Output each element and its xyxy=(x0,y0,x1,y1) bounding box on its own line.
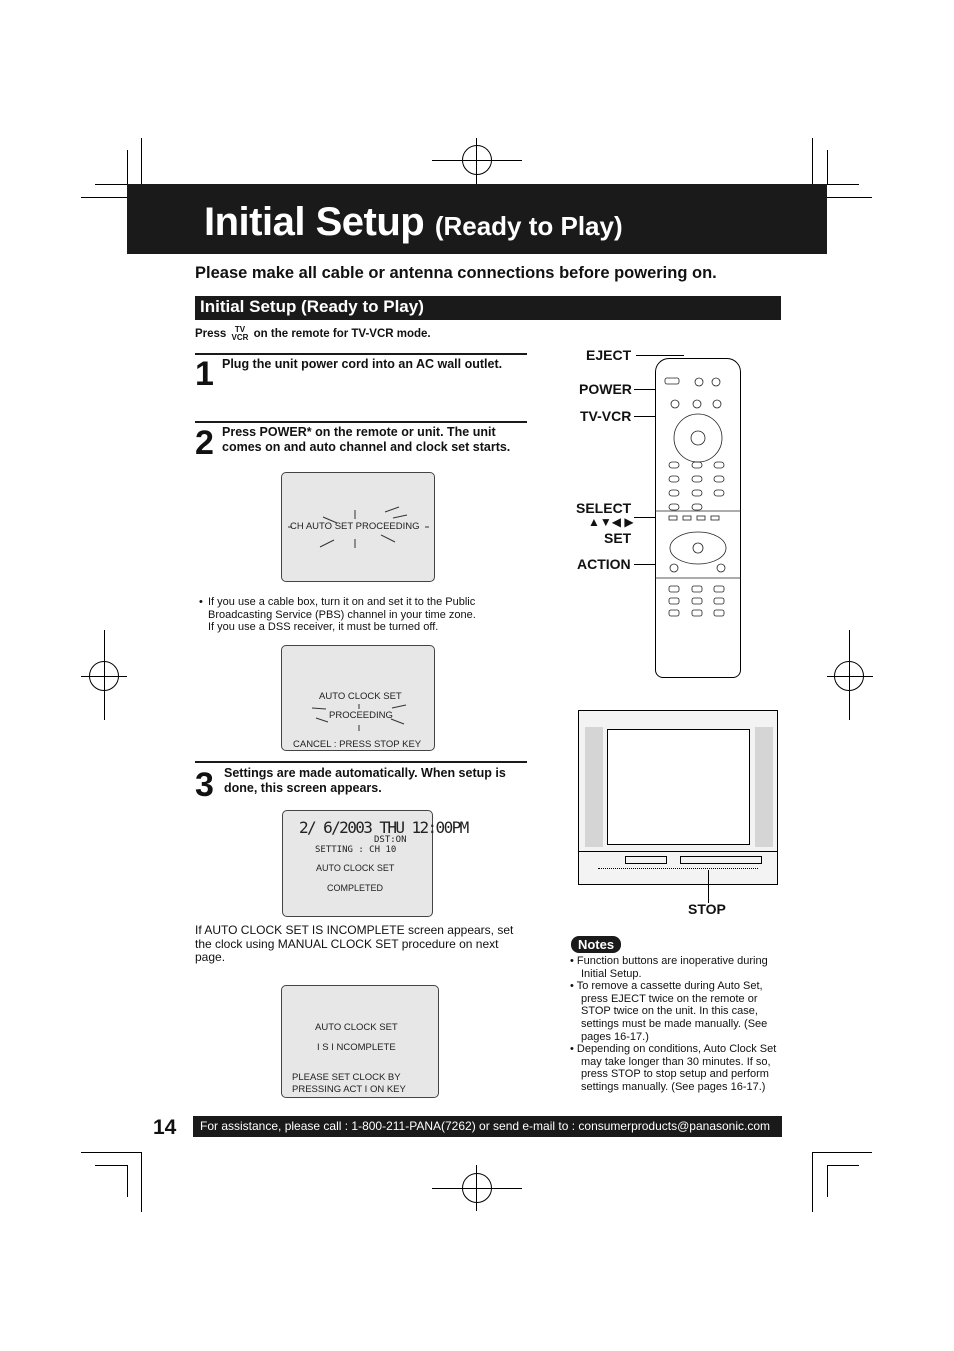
tv-screen xyxy=(607,729,750,845)
press-instruction: Press TV VCR on the remote for TV-VCR mo… xyxy=(195,326,431,342)
bullet-icon: • xyxy=(199,596,203,608)
clock-cancel-text: CANCEL : PRESS STOP KEY xyxy=(293,739,422,750)
step-number: 2 xyxy=(195,424,214,462)
note-item: • To remove a cassette during Auto Set, … xyxy=(570,980,768,1043)
footer-text: For assistance, please call : 1-800-211-… xyxy=(200,1119,771,1133)
stop-label: STOP xyxy=(688,901,726,917)
pointer-line xyxy=(634,389,674,390)
step-divider xyxy=(195,761,527,763)
completed-text: COMPLETED xyxy=(327,883,384,893)
flash-lines-icon xyxy=(288,506,429,548)
auto-clock-set-screen: AUTO CLOCK SET PROCEEDING CANCEL : PRESS… xyxy=(281,645,435,751)
section-bar xyxy=(195,296,781,320)
notes-list: • Function buttons are inoperative durin… xyxy=(570,955,782,1094)
step-text: Press POWER* on the remote or unit. The … xyxy=(222,425,511,454)
page-title-main: Initial Setup xyxy=(204,200,425,244)
page-title-sub: (Ready to Play) xyxy=(434,211,623,241)
tv-side-panel xyxy=(585,727,603,847)
step-text: Settings are made automatically. When se… xyxy=(224,766,506,795)
flash-lines-icon xyxy=(311,704,407,731)
note-item: • Depending on conditions, Auto Clock Se… xyxy=(570,1043,777,1093)
ch-auto-set-text: CH AUTO SET PROCEEDING xyxy=(290,521,420,532)
footer-bar xyxy=(193,1116,782,1137)
done-clock-text: AUTO CLOCK SET xyxy=(316,863,395,873)
incomplete-note: If AUTO CLOCK SET IS INCOMPLETE screen a… xyxy=(195,923,514,964)
pointer-line xyxy=(708,870,709,903)
page-title: Initial Setup (Ready to Play) xyxy=(204,200,623,245)
incomplete-title-text: AUTO CLOCK SET xyxy=(315,1022,398,1033)
tv-controls xyxy=(598,868,758,873)
press-suffix: on the remote for TV-VCR mode. xyxy=(253,328,431,340)
step-number: 1 xyxy=(195,355,214,393)
ch-auto-set-screen: CH AUTO SET PROCEEDING xyxy=(281,472,435,582)
step-text: Plug the unit power cord into an AC wall… xyxy=(222,357,503,371)
tv-key-label: TV xyxy=(234,325,246,334)
tv-vcr-key-icon: TV VCR xyxy=(232,326,249,342)
section-title: Initial Setup (Ready to Play) xyxy=(200,297,424,316)
dst-text: DST:ON xyxy=(374,835,407,845)
eject-label: EJECT xyxy=(586,347,632,363)
tv-vcr-label: TV-VCR xyxy=(580,408,632,424)
setting-channel-text: SETTING : CH 10 xyxy=(315,845,397,855)
title-bar xyxy=(127,184,827,254)
tv-slot xyxy=(625,856,667,864)
pointer-line xyxy=(636,355,684,356)
select-label: SELECT xyxy=(576,500,632,516)
step-divider xyxy=(195,421,527,423)
cable-note-line: If you use a cable box, turn it on and s… xyxy=(208,596,476,608)
cable-note-line: Broadcasting Service (PBS) channel in yo… xyxy=(208,608,476,621)
page-number: 14 xyxy=(153,1116,177,1139)
press-prefix: Press xyxy=(195,328,227,340)
intro-text: Please make all cable or antenna connect… xyxy=(195,264,717,282)
clock-title-text: AUTO CLOCK SET xyxy=(319,691,402,702)
arrow-keys-icon: ▲▼◀ ▶ xyxy=(588,515,634,529)
step-divider xyxy=(195,353,527,355)
incomplete-line-text: PRESSING ACT I ON KEY xyxy=(292,1084,406,1095)
notes-badge: Notes xyxy=(571,936,621,953)
pointer-line xyxy=(634,517,670,518)
clock-proceeding-text: PROCEEDING xyxy=(329,710,393,721)
set-label: SET xyxy=(604,530,632,546)
remote-buttons-icon xyxy=(655,377,741,617)
incomplete-line-text: PLEASE SET CLOCK BY xyxy=(292,1072,401,1083)
clock-time-text: 2/ 6/2003 THU 12:00PM xyxy=(299,818,469,837)
cassette-slot xyxy=(680,856,762,864)
pointer-line xyxy=(634,564,672,565)
tv-side-panel xyxy=(755,727,773,847)
note-item: • Function buttons are inoperative durin… xyxy=(570,955,768,980)
setup-complete-screen: 2/ 6/2003 THU 12:00PM DST:ON SETTING : C… xyxy=(282,810,469,917)
cable-note-line: If you use a DSS receiver, it must be tu… xyxy=(208,621,439,634)
action-label: ACTION xyxy=(577,556,631,572)
remote-control xyxy=(655,358,741,678)
vcr-key-label: VCR xyxy=(231,333,249,342)
power-label: POWER xyxy=(579,381,632,397)
clock-incomplete-screen: AUTO CLOCK SET I S I NCOMPLETE PLEASE SE… xyxy=(281,985,439,1098)
incomplete-state-text: I S I NCOMPLETE xyxy=(317,1042,396,1053)
tv-divider xyxy=(578,851,778,852)
cable-note: If you use a cable box, turn it on and s… xyxy=(208,596,508,634)
pointer-line xyxy=(634,416,674,417)
step-number: 3 xyxy=(195,766,214,804)
